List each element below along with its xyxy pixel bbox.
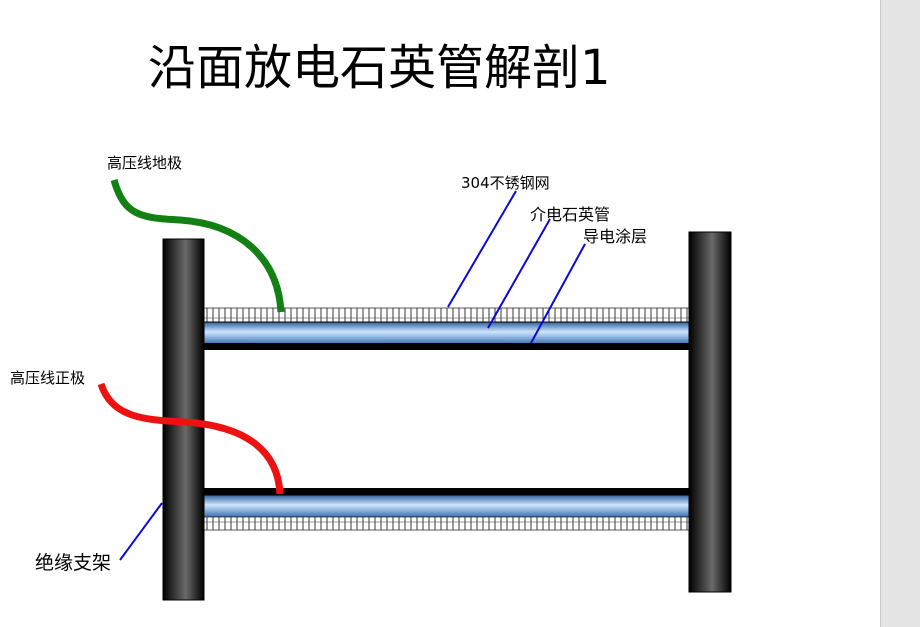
tube-leader-line: [487, 218, 551, 329]
lower-mesh: [201, 516, 691, 531]
quartz-tube-label: 介电石英管: [530, 205, 611, 224]
positive-electrode-label: 高压线正极: [10, 369, 86, 387]
upper-quartz-tube: [201, 321, 691, 345]
anatomy-diagram: [97, 178, 732, 601]
slide-canvas: 沿面放电石英管解剖1 高压线地极 304不锈钢网 介电石英管 导电涂层 高压线正…: [10, 40, 732, 601]
mesh-label: 304不锈钢网: [461, 174, 550, 192]
upper-coating-layer: [202, 343, 690, 350]
coating-leader-line: [530, 243, 586, 344]
lower-quartz-tube: [201, 494, 691, 518]
lower-coating-layer: [202, 488, 690, 495]
support-leader-line: [119, 502, 163, 561]
upper-mesh: [201, 307, 691, 323]
ground-wire: [110, 178, 285, 313]
mesh-leader-line: [447, 190, 517, 308]
insulating-support-label: 绝缘支架: [35, 552, 112, 574]
ground-electrode-label: 高压线地极: [107, 154, 183, 172]
page-title: 沿面放电石英管解剖1: [148, 40, 611, 96]
right-support-pillar: [688, 231, 732, 593]
positive-wire: [97, 382, 284, 495]
conductive-coating-label: 导电涂层: [583, 227, 648, 246]
vertical-scrollbar[interactable]: [880, 0, 920, 627]
